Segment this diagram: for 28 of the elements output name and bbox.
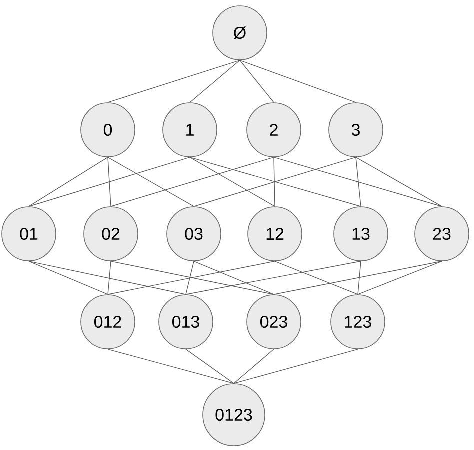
line: [274, 261, 442, 295]
line: [358, 261, 442, 295]
line: [186, 349, 234, 384]
line: [28, 157, 190, 207]
line: [110, 157, 274, 207]
line: [194, 261, 274, 295]
line: [28, 261, 108, 295]
line: [190, 157, 276, 207]
line: [108, 261, 112, 295]
line: [234, 349, 274, 384]
line: [108, 349, 234, 384]
line: [274, 157, 276, 207]
line: [356, 157, 442, 207]
line: [358, 261, 362, 295]
line: [108, 157, 112, 207]
line: [108, 60, 240, 103]
line: [190, 60, 240, 103]
line: [186, 261, 194, 295]
line: [108, 157, 194, 207]
line: [274, 261, 358, 295]
line: [240, 60, 274, 103]
line: [356, 157, 362, 207]
line: [186, 261, 362, 295]
line: [234, 349, 358, 384]
line: [28, 261, 186, 295]
line: [240, 60, 356, 103]
line: [28, 157, 108, 207]
line: [274, 157, 442, 207]
